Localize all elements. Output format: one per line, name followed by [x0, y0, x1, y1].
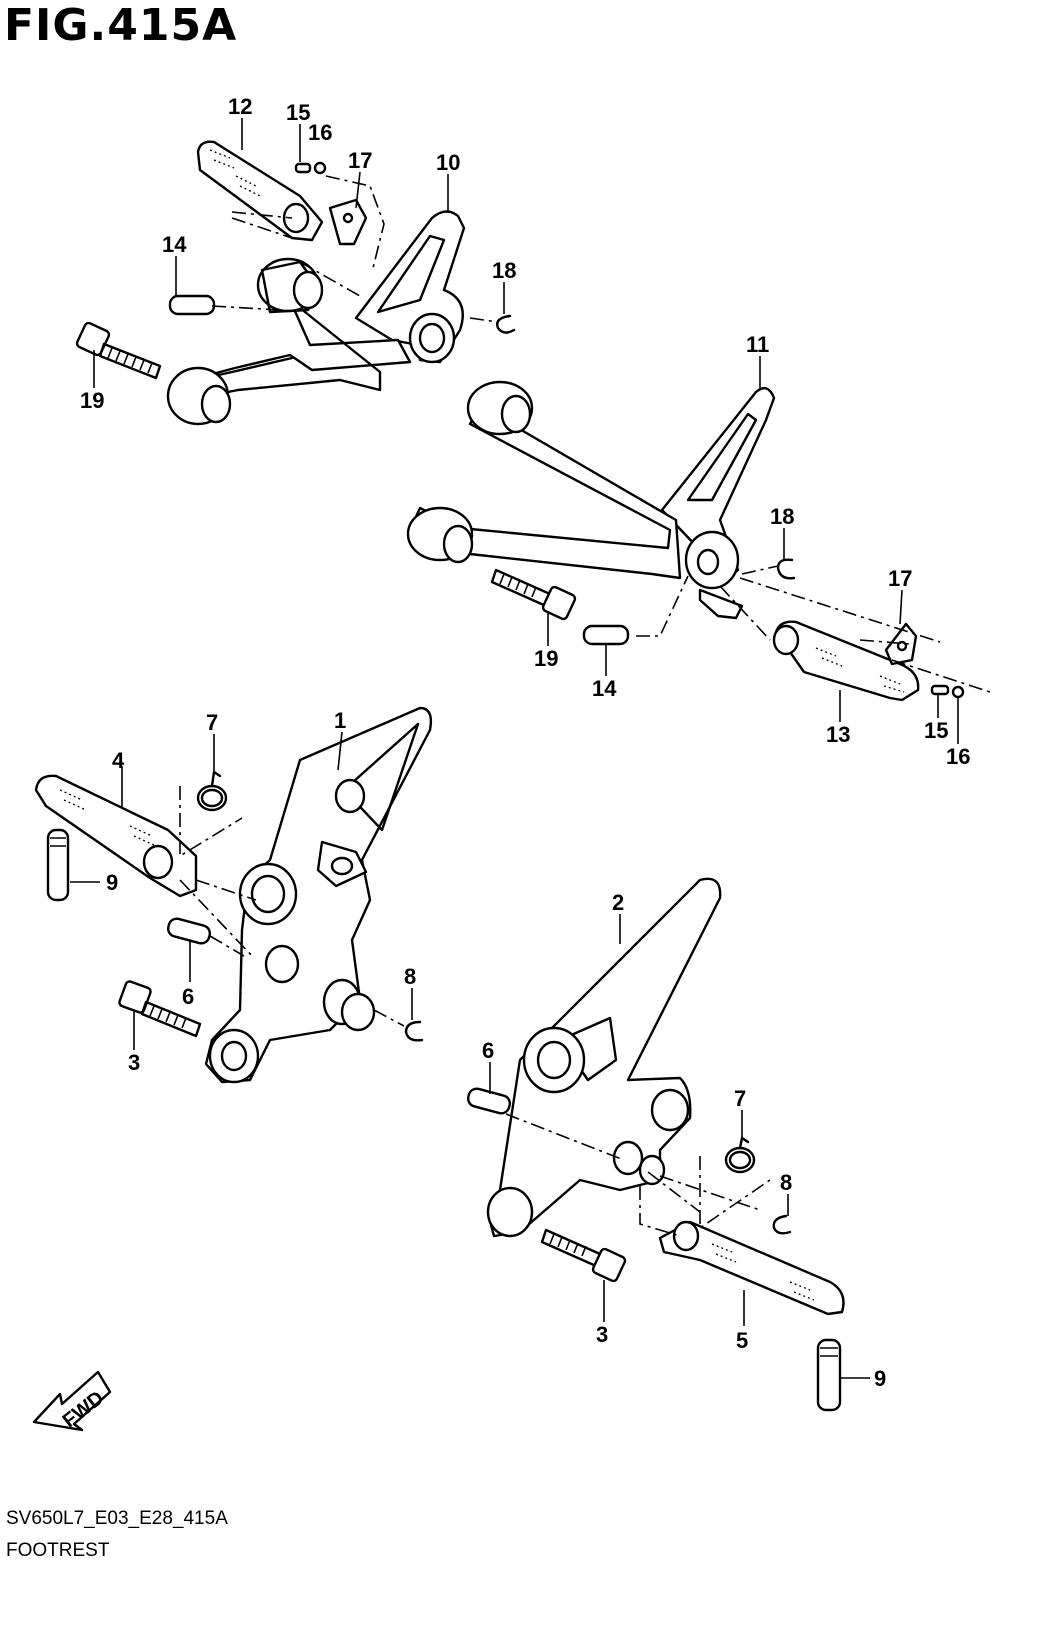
spring-15-r — [930, 684, 950, 696]
callout-1: 1 — [334, 708, 346, 733]
upper-boss — [238, 862, 298, 926]
front-left-bracket-assembly — [34, 706, 433, 1084]
bracket-boss-r — [684, 530, 740, 590]
callout-17: 17 — [348, 148, 372, 173]
lower-boss-r — [486, 1186, 534, 1238]
footpeg-5 — [658, 1220, 845, 1316]
figure-caption: FOOTREST — [6, 1540, 110, 1561]
callout-17b: 17 — [888, 566, 912, 591]
callout-6b: 6 — [482, 1038, 494, 1063]
pivot-shaft — [322, 978, 376, 1032]
callout-6: 6 — [182, 984, 194, 1009]
callout-10: 10 — [436, 150, 460, 175]
lower-boss — [208, 1028, 260, 1084]
pin-14 — [168, 294, 216, 316]
ball-16-r — [951, 685, 965, 699]
eclip-18-r — [776, 558, 796, 580]
front-right-bracket-assembly — [466, 877, 845, 1412]
callout-19b: 19 — [534, 646, 558, 671]
spring-7 — [196, 770, 228, 812]
bolt-19-r — [490, 568, 577, 621]
callout-numbers: 12 15 16 17 10 14 18 19 11 18 17 19 14 1… — [80, 94, 970, 1391]
callout-8: 8 — [404, 964, 416, 989]
callout-14b: 14 — [592, 676, 617, 701]
callout-19: 19 — [80, 388, 104, 413]
rear-left-bracket-assembly — [75, 140, 516, 426]
pin-14-r — [582, 624, 630, 646]
rubber-9-r — [816, 1338, 842, 1412]
callout-7: 7 — [206, 710, 218, 735]
front-left-bracket — [204, 706, 433, 1084]
callout-8b: 8 — [780, 1170, 792, 1195]
callout-18b: 18 — [770, 504, 794, 529]
fwd-arrow-icon: FWD — [32, 1370, 112, 1432]
eclip-8-r — [772, 1214, 792, 1235]
callout-9b: 9 — [874, 1366, 886, 1391]
bolt-3-r — [540, 1228, 627, 1283]
spring-7-r — [724, 1136, 756, 1174]
callout-3b: 3 — [596, 1322, 608, 1347]
bolt-3 — [118, 980, 202, 1038]
figure-title: FIG.415A — [4, 0, 238, 51]
eclip-18 — [496, 314, 516, 334]
leader-lines — [70, 118, 959, 1379]
bolt-19 — [75, 321, 162, 380]
callout-5: 5 — [736, 1328, 748, 1353]
callout-2: 2 — [612, 890, 624, 915]
callout-12: 12 — [228, 94, 252, 119]
bracket-boss — [408, 312, 456, 364]
spring-15 — [294, 162, 312, 174]
footpeg-13 — [774, 620, 920, 702]
callout-14: 14 — [162, 232, 187, 257]
front-right-bracket — [486, 877, 722, 1238]
ball-16 — [313, 161, 327, 175]
pin-6-r — [466, 1087, 512, 1115]
callout-11: 11 — [746, 332, 769, 357]
callout-3: 3 — [128, 1050, 140, 1075]
callout-4: 4 — [112, 748, 125, 773]
eclip-8 — [404, 1020, 424, 1042]
callout-15: 15 — [286, 100, 310, 125]
callout-16b: 16 — [946, 744, 970, 769]
callout-9: 9 — [106, 870, 118, 895]
pin-6 — [166, 917, 212, 945]
callout-16: 16 — [308, 120, 332, 145]
callout-13: 13 — [826, 722, 850, 747]
drawing-code: SV650L7_E03_E28_415A — [6, 1508, 228, 1529]
upper-boss-r — [522, 1026, 586, 1094]
callout-18: 18 — [492, 258, 516, 283]
rear-right-bracket-assembly — [406, 380, 991, 702]
callout-15b: 15 — [924, 718, 948, 743]
rubber-9 — [46, 828, 70, 902]
callout-7b: 7 — [734, 1086, 746, 1111]
